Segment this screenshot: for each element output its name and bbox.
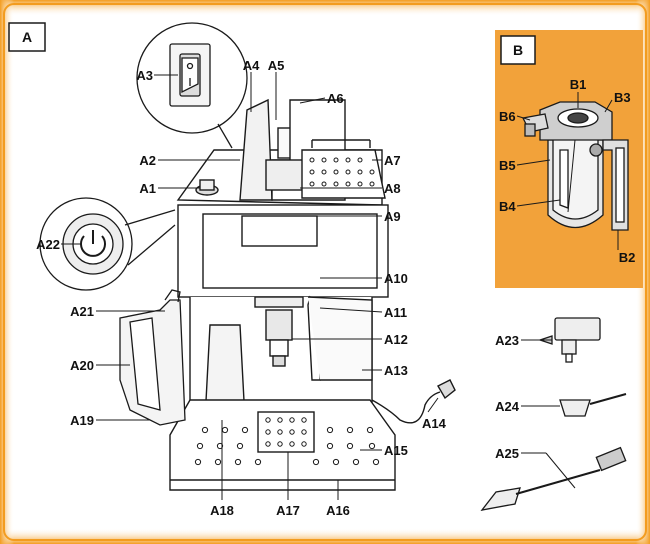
- callout-b1: B1: [570, 77, 587, 92]
- callout-a14: A14: [422, 416, 447, 431]
- callout-b4: B4: [499, 199, 516, 214]
- milk-carafe-drawing: [522, 101, 629, 231]
- callout-a12: A12: [384, 332, 408, 347]
- measuring-scoop-drawing: [559, 393, 627, 417]
- callout-a2: A2: [139, 153, 156, 168]
- callout-a23: A23: [495, 333, 519, 348]
- callout-b2: B2: [619, 250, 636, 265]
- power-switch-inset: [136, 22, 248, 149]
- callout-a7: A7: [384, 153, 401, 168]
- callout-a5: A5: [268, 58, 285, 73]
- callout-a8: A8: [384, 181, 401, 196]
- callout-a16: A16: [326, 503, 350, 518]
- callout-labels-b: B1 B2 B3 B4 B5 B6: [499, 77, 635, 265]
- callout-a18: A18: [210, 503, 234, 518]
- callout-a25: A25: [495, 446, 519, 461]
- callout-b3: B3: [614, 90, 631, 105]
- callout-a11: A11: [384, 305, 407, 320]
- power-button-inset: [39, 197, 176, 291]
- panel-a-tag: A: [8, 22, 46, 52]
- callout-a20: A20: [70, 358, 94, 373]
- callout-a24: A24: [495, 399, 520, 414]
- callout-a4: A4: [243, 58, 260, 73]
- power-cord-drawing: [371, 379, 456, 424]
- callout-a9: A9: [384, 209, 401, 224]
- leader-lines: [61, 72, 619, 500]
- panel-b-letter: B: [513, 42, 523, 58]
- panel-a-letter: A: [22, 29, 32, 45]
- callout-a10: A10: [384, 271, 408, 286]
- panel-b: B: [495, 30, 643, 288]
- water-tank-drawing: [119, 289, 186, 426]
- callout-b5: B5: [499, 158, 516, 173]
- cleaning-brush-drawing: [480, 446, 627, 511]
- callout-b6: B6: [499, 109, 516, 124]
- callout-a17: A17: [276, 503, 300, 518]
- callout-a6: A6: [327, 91, 344, 106]
- coffee-machine-drawing: [169, 98, 396, 491]
- callout-a13: A13: [384, 363, 408, 378]
- callout-a19: A19: [70, 413, 94, 428]
- callout-a21: A21: [70, 304, 94, 319]
- callout-a22: A22: [36, 237, 60, 252]
- callout-labels-a: A3 A4 A5 A6 A2 A1 A7 A8 A9 A10 A11 A12 A…: [36, 58, 520, 518]
- cup-warmer-dots: [309, 157, 375, 187]
- callout-a1: A1: [139, 181, 156, 196]
- drip-tray-holes: [194, 417, 380, 466]
- callout-a15: A15: [384, 443, 408, 458]
- callout-a3: A3: [136, 68, 153, 83]
